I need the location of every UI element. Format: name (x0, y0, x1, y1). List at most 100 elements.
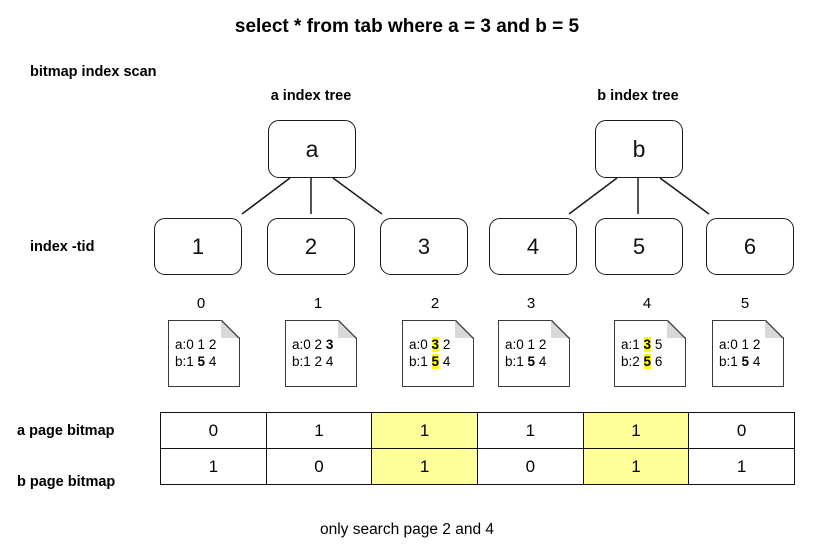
page-col-prefix: b:1 (719, 354, 738, 369)
tid-node-3[interactable]: 3 (380, 218, 468, 275)
page-col-prefix: a:1 (621, 337, 640, 352)
page-fold-line (455, 320, 474, 339)
page-col-prefix: b:1 (292, 354, 311, 369)
page-content: a:0 3 2 b:1 5 4 (409, 336, 450, 370)
bitmap-b-cell-1[interactable]: 0 (265, 448, 373, 485)
page-value: 2 (752, 337, 761, 352)
page-value: 1 (527, 337, 536, 352)
label-bitmap-index-scan: bitmap index scan (30, 64, 157, 80)
page-index-0: 0 (196, 295, 206, 312)
page-index-1: 1 (313, 295, 323, 312)
page-fold-line (765, 320, 784, 339)
bitmap-a-cell-4[interactable]: 1 (582, 412, 690, 449)
page-value: 5 (527, 354, 536, 369)
page-value: 2 (442, 337, 451, 352)
page-value: 1 (197, 337, 206, 352)
page-value: 2 (208, 337, 217, 352)
bitmap-a-cell-5[interactable]: 0 (688, 412, 795, 449)
page-value: 4 (538, 354, 547, 369)
page-col-prefix: a:0 (719, 337, 738, 352)
page-row-b: b:2 5 6 (621, 353, 662, 370)
page-value-highlighted: 3 (431, 337, 440, 352)
page-col-prefix: a:0 (505, 337, 524, 352)
page-row-a: a:0 1 2 (719, 336, 760, 353)
bitmap-a-cell-2[interactable]: 1 (371, 412, 478, 449)
page-row-a: a:0 1 2 (505, 336, 546, 353)
page-col-prefix: b:1 (175, 354, 194, 369)
page-icon-2[interactable]: a:0 3 2 b:1 5 4 (402, 320, 474, 387)
page-value: 2 (538, 337, 547, 352)
page-col-prefix: a:0 (409, 337, 428, 352)
page-row-a: a:1 3 5 (621, 336, 662, 353)
bitmap-b-cell-5[interactable]: 1 (688, 448, 795, 485)
tree-root-a[interactable]: a (268, 120, 356, 178)
page-row-a: a:0 2 3 (292, 336, 333, 353)
page-value: 6 (654, 354, 663, 369)
label-b-page-bitmap: b page bitmap (17, 474, 116, 490)
page-row-a: a:0 3 2 (409, 336, 450, 353)
bitmap-b-cell-4[interactable]: 1 (582, 448, 690, 485)
page-fold-line (667, 320, 686, 339)
tid-node-5[interactable]: 5 (595, 218, 683, 275)
caption-b-index-tree: b index tree (597, 88, 679, 104)
bitmap-b-cell-2[interactable]: 1 (371, 448, 478, 485)
page-value: 5 (197, 354, 206, 369)
page-value: 5 (654, 337, 663, 352)
table-row-b-bitmap: 1 0 1 0 1 1 (160, 448, 795, 485)
page-icon-0[interactable]: a:0 1 2 b:1 5 4 (168, 320, 240, 387)
page-col-prefix: a:0 (292, 337, 311, 352)
page-value-highlighted: 5 (643, 354, 652, 369)
page-value: 2 (314, 354, 323, 369)
page-value: 5 (741, 354, 750, 369)
label-a-page-bitmap: a page bitmap (17, 423, 115, 439)
page-row-b: b:1 2 4 (292, 353, 333, 370)
page-col-prefix: b:1 (505, 354, 524, 369)
footer-caption: only search page 2 and 4 (319, 521, 495, 538)
page-row-b: b:1 5 4 (175, 353, 216, 370)
page-col-prefix: a:0 (175, 337, 194, 352)
page-value: 4 (325, 354, 334, 369)
page-fold-line (338, 320, 357, 339)
page-value: 4 (208, 354, 217, 369)
page-icon-1[interactable]: a:0 2 3 b:1 2 4 (285, 320, 357, 387)
page-fold-line (221, 320, 240, 339)
page-content: a:1 3 5 b:2 5 6 (621, 336, 662, 370)
bitmap-b-cell-0[interactable]: 1 (160, 448, 267, 485)
page-index-2: 2 (430, 295, 440, 312)
tree-root-b[interactable]: b (595, 120, 683, 178)
bitmap-b-cell-3[interactable]: 0 (476, 448, 584, 485)
page-content: a:0 1 2 b:1 5 4 (719, 336, 760, 370)
caption-a-index-tree: a index tree (270, 88, 352, 104)
table-row-a-bitmap: 0 1 1 1 1 0 (160, 412, 795, 449)
tid-node-4[interactable]: 4 (489, 218, 577, 275)
page-content: a:0 2 3 b:1 2 4 (292, 336, 333, 370)
page-value: 2 (314, 337, 323, 352)
tid-node-6[interactable]: 6 (706, 218, 794, 275)
label-index-tid: index -tid (30, 239, 95, 255)
page-icon-4[interactable]: a:1 3 5 b:2 5 6 (614, 320, 686, 387)
page-index-5: 5 (740, 295, 750, 312)
tid-node-1[interactable]: 1 (154, 218, 242, 275)
page-value: 3 (325, 337, 334, 352)
page-value-highlighted: 3 (643, 337, 652, 352)
page-icon-5[interactable]: a:0 1 2 b:1 5 4 (712, 320, 784, 387)
page-value: 4 (442, 354, 451, 369)
page-index-4: 4 (642, 295, 652, 312)
page-value-highlighted: 5 (431, 354, 440, 369)
tid-node-2[interactable]: 2 (267, 218, 355, 275)
page-bitmap-table: 0 1 1 1 1 0 1 0 1 0 1 1 (160, 412, 795, 485)
page-index-3: 3 (526, 295, 536, 312)
page-row-b: b:1 5 4 (409, 353, 450, 370)
page-icon-3[interactable]: a:0 1 2 b:1 5 4 (498, 320, 570, 387)
page-value: 4 (752, 354, 761, 369)
page-row-b: b:1 5 4 (719, 353, 760, 370)
bitmap-a-cell-0[interactable]: 0 (160, 412, 267, 449)
page-title: select * from tab where a = 3 and b = 5 (234, 16, 580, 37)
bitmap-a-cell-1[interactable]: 1 (265, 412, 373, 449)
page-row-a: a:0 1 2 (175, 336, 216, 353)
page-content: a:0 1 2 b:1 5 4 (175, 336, 216, 370)
page-content: a:0 1 2 b:1 5 4 (505, 336, 546, 370)
bitmap-a-cell-3[interactable]: 1 (476, 412, 584, 449)
page-fold-line (551, 320, 570, 339)
